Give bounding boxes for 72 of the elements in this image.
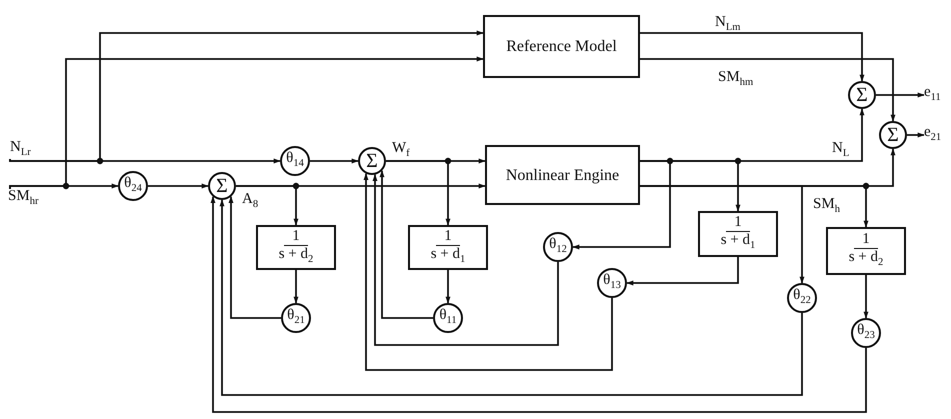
node-label: θ$_{12}$ bbox=[549, 235, 567, 257]
node-label: e$_{11}$ bbox=[924, 83, 941, 105]
node-label: θ$_{23}$ bbox=[857, 321, 875, 343]
node-label: s + d$_{1}$ bbox=[430, 246, 466, 266]
gain-circle bbox=[543, 232, 573, 262]
node-label: 1 bbox=[284, 228, 308, 246]
gain-circle bbox=[851, 318, 881, 348]
node-label: Σ bbox=[887, 126, 899, 144]
signal-label: A$_{8}$ bbox=[242, 190, 258, 212]
node-label: 1 bbox=[726, 214, 750, 232]
signal-arrow bbox=[640, 32, 864, 82]
signal-arrow bbox=[220, 199, 803, 396]
signal-arrow bbox=[446, 270, 450, 304]
signal-arrow bbox=[236, 185, 298, 226]
node-label: Nonlinear Engine bbox=[506, 166, 620, 184]
gain-circle bbox=[281, 303, 311, 333]
signal-arrow bbox=[864, 275, 868, 319]
node-label: Σ bbox=[856, 86, 868, 104]
transfer-function-box bbox=[256, 225, 336, 270]
summing-junction bbox=[848, 81, 876, 109]
signal-arrow bbox=[876, 92, 925, 98]
signal-label: SM$_{hm}$ bbox=[718, 68, 754, 90]
signal-arrow bbox=[210, 196, 867, 413]
node-label: θ$_{11}$ bbox=[439, 306, 457, 328]
node-label: θ$_{13}$ bbox=[603, 271, 621, 293]
signal-label: W$_{f}$ bbox=[392, 139, 410, 161]
signal-label: N$_{L}$ bbox=[832, 139, 850, 161]
node-label: e$_{21}$ bbox=[924, 123, 942, 145]
node-label: θ$_{21}$ bbox=[287, 306, 305, 328]
signal-arrow bbox=[148, 184, 209, 188]
node-label: s + d$_{1}$ bbox=[720, 232, 756, 253]
transfer-function-box bbox=[826, 227, 906, 275]
summing-junction bbox=[358, 147, 386, 175]
signal-arrow bbox=[640, 58, 896, 122]
signal-arrow bbox=[294, 270, 298, 304]
node-label: θ$_{14}$ bbox=[286, 149, 304, 171]
signal-arrow bbox=[310, 158, 359, 164]
node-label: SM$_{hr}$ bbox=[8, 187, 38, 209]
signal-arrow bbox=[907, 132, 925, 138]
gain-circle bbox=[118, 171, 148, 201]
signal-arrow bbox=[640, 160, 740, 212]
summing-junction bbox=[208, 172, 236, 200]
node-label: s + d$_{2}$ bbox=[278, 246, 314, 266]
signal-arrow bbox=[9, 56, 484, 190]
summing-junction bbox=[879, 121, 907, 149]
node-label: 1 bbox=[436, 228, 460, 246]
signal-arrow bbox=[228, 196, 281, 319]
signal-arrow bbox=[364, 172, 613, 371]
gain-circle bbox=[597, 268, 627, 298]
signal-arrow bbox=[640, 185, 868, 228]
gain-circle bbox=[787, 283, 817, 313]
signal-arrow bbox=[380, 170, 433, 319]
node-label: θ$_{22}$ bbox=[793, 286, 811, 308]
signal-arrow bbox=[9, 30, 484, 162]
node-label: N$_{Lr}$ bbox=[10, 138, 31, 160]
gain-circle bbox=[433, 303, 463, 333]
node-label: s + d$_{2}$ bbox=[848, 249, 884, 270]
signal-label: N$_{Lm}$ bbox=[715, 13, 740, 35]
signal-arrow bbox=[626, 257, 739, 286]
node-label: Σ bbox=[366, 152, 378, 170]
signal-label: SM$_{h}$ bbox=[813, 195, 840, 217]
node-label: Reference Model bbox=[506, 37, 617, 56]
signal-arrow bbox=[372, 174, 559, 346]
transfer-function-box bbox=[698, 211, 778, 257]
node-label: Σ bbox=[216, 176, 228, 196]
node-label: 1 bbox=[854, 231, 878, 249]
signal-arrow bbox=[386, 160, 450, 226]
gain-circle bbox=[280, 146, 310, 176]
block-box bbox=[483, 15, 640, 78]
node-label: θ$_{24}$ bbox=[124, 174, 142, 196]
block-box bbox=[485, 145, 640, 205]
transfer-function-box bbox=[408, 225, 488, 270]
